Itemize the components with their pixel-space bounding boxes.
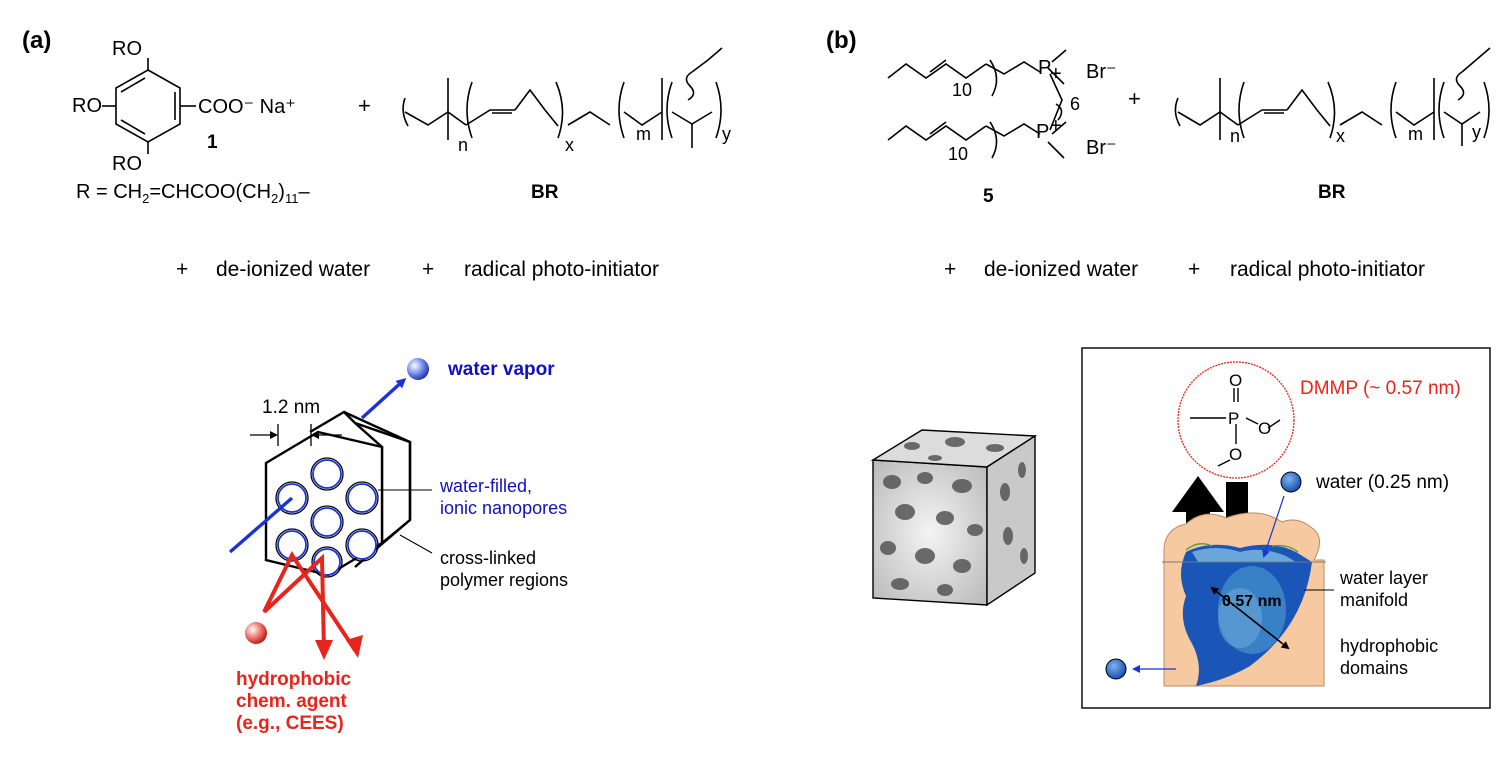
nanopores (277, 459, 377, 576)
reagents-b-plus-2: + (1188, 258, 1200, 281)
gallate-structure (102, 58, 196, 154)
panel-a-label: (a) (22, 27, 51, 54)
dmmp-label: DMMP (~ 0.57 nm) (1300, 378, 1461, 399)
p-bot-plus: + (1050, 115, 1062, 137)
carboxylate-label: COO⁻ Na⁺ (198, 96, 296, 118)
p-top: P (1038, 57, 1051, 79)
chem-agent-line2: chem. agent (236, 691, 348, 712)
reagents-a: + de-ionized water + radical photo-initi… (176, 258, 659, 281)
reagents-b-water: de-ionized water (984, 258, 1138, 281)
phosphonium-structure (887, 49, 1067, 159)
hydro-line1: hydrophobic (1340, 636, 1438, 656)
chemical-agent-ball (245, 622, 267, 644)
reagents-a-plus-1: + (176, 258, 188, 281)
pore-size-label: 1.2 nm (262, 397, 320, 418)
water-size-label: water (0.25 nm) (1315, 472, 1449, 493)
chem-agent-line1: hydrophobic (236, 669, 351, 690)
layer-line2: manifold (1340, 590, 1408, 610)
br-b-n: n (1230, 126, 1240, 146)
br-b-name: BR (1318, 182, 1346, 203)
crosslinked-line1: cross-linked (440, 548, 536, 568)
water-vapor-arrow-out (360, 377, 407, 420)
reagents-a-plus-2: + (422, 258, 434, 281)
water-molecule-left (1105, 658, 1127, 680)
reagents-a-initiator: radical photo-initiator (464, 258, 659, 281)
br-a-name: BR (531, 182, 559, 203)
dmmp-o-top: O (1229, 371, 1242, 390)
chemical-agent-arrows (262, 550, 357, 652)
dmmp-p: P (1228, 409, 1239, 428)
plus-sign-a1: + (358, 93, 371, 118)
br-b-m: m (1408, 124, 1423, 144)
compound-1-number: 1 (207, 132, 218, 153)
membrane-block (1162, 512, 1326, 687)
br-top: Br⁻ (1086, 61, 1117, 83)
br-polymer-a (402, 47, 723, 148)
dmmp-molecule: O P O O (1177, 361, 1295, 479)
water-molecule-top (1280, 471, 1302, 493)
br-bot: Br⁻ (1086, 137, 1117, 159)
ro-bot-label: RO (112, 153, 142, 175)
water-vapor-arrow-in (228, 496, 294, 554)
panel-b: (b) P + Br⁻ 10 6 P + Br⁻ 10 5 + (826, 27, 1491, 709)
ro-mid-label: RO (72, 95, 102, 117)
panel-a: (a) RO RO RO COO⁻ Na⁺ 1 R = CH2=CHCOO(CH… (22, 27, 731, 734)
hexagonal-nanopore-schematic: 1.2 nm water vapor hydrophobic chem. age… (228, 358, 568, 734)
br-a-y: y (722, 124, 731, 144)
dimension-label: 0.57 nm (1222, 593, 1282, 610)
nanopores-line2: ionic nanopores (440, 498, 567, 518)
reagents-b-plus-1: + (944, 258, 956, 281)
p-bot: P (1036, 121, 1049, 143)
reagents-b-initiator: radical photo-initiator (1230, 258, 1425, 281)
six-spacer: 6 (1070, 94, 1080, 114)
br-a-x: x (565, 135, 574, 155)
r-definition: R = CH2=CHCOO(CH2)11– (76, 181, 310, 206)
br-b-y: y (1472, 122, 1481, 142)
ten-bot: 10 (948, 144, 968, 164)
br-a-n: n (458, 135, 468, 155)
plus-sign-b1: + (1128, 86, 1141, 111)
ro-top-label: RO (112, 38, 142, 60)
panel-b-label: (b) (826, 27, 857, 54)
crosslinked-line2: polymer regions (440, 570, 568, 590)
hydro-line2: domains (1340, 658, 1408, 678)
br-polymer-b (1174, 47, 1491, 146)
chem-agent-line3: (e.g., CEES) (236, 713, 344, 734)
layer-line1: water layer (1339, 568, 1428, 588)
compound-5-number: 5 (983, 186, 994, 207)
br-b-x: x (1336, 126, 1345, 146)
ten-top: 10 (952, 80, 972, 100)
reagents-a-water: de-ionized water (216, 258, 370, 281)
p-top-plus: + (1050, 63, 1062, 85)
dmmp-o-right: O (1258, 419, 1271, 438)
dmmp-o-bottom: O (1229, 445, 1242, 464)
nanopores-line1: water-filled, (439, 476, 532, 496)
water-vapor-label: water vapor (447, 359, 555, 380)
br-a-m: m (636, 124, 651, 144)
benzene-ring (115, 69, 181, 143)
water-vapor-ball (407, 358, 429, 380)
reagents-b: + de-ionized water + radical photo-initi… (944, 258, 1425, 281)
foam-cube (870, 429, 1038, 607)
